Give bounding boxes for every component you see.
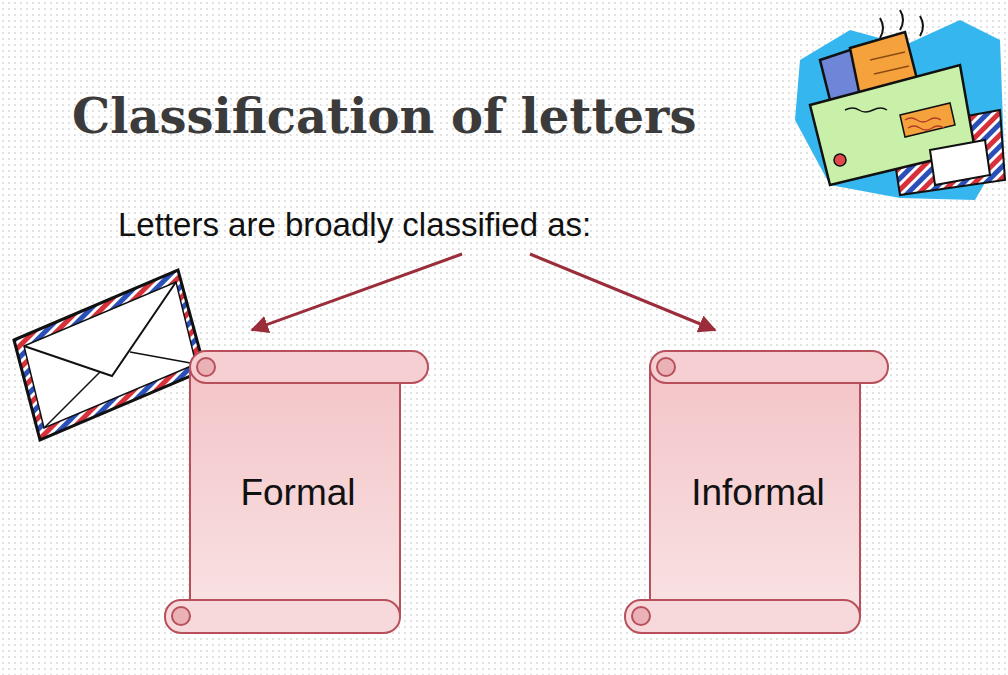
scroll-label: Informal <box>691 472 825 514</box>
pointer-arrow <box>252 254 462 330</box>
intro-text: Letters are broadly classified as: <box>118 206 591 244</box>
letters-icon <box>795 10 1005 200</box>
pointer-arrow <box>530 254 715 330</box>
scroll-box: Formal <box>163 348 433 638</box>
scroll-text-area: Formal <box>193 388 403 598</box>
envelope-icon <box>14 270 205 440</box>
scroll-label: Formal <box>240 472 355 514</box>
scroll-text-area: Informal <box>653 388 863 598</box>
scroll-box: Informal <box>623 348 893 638</box>
slide-title: Classification of letters <box>72 88 696 144</box>
